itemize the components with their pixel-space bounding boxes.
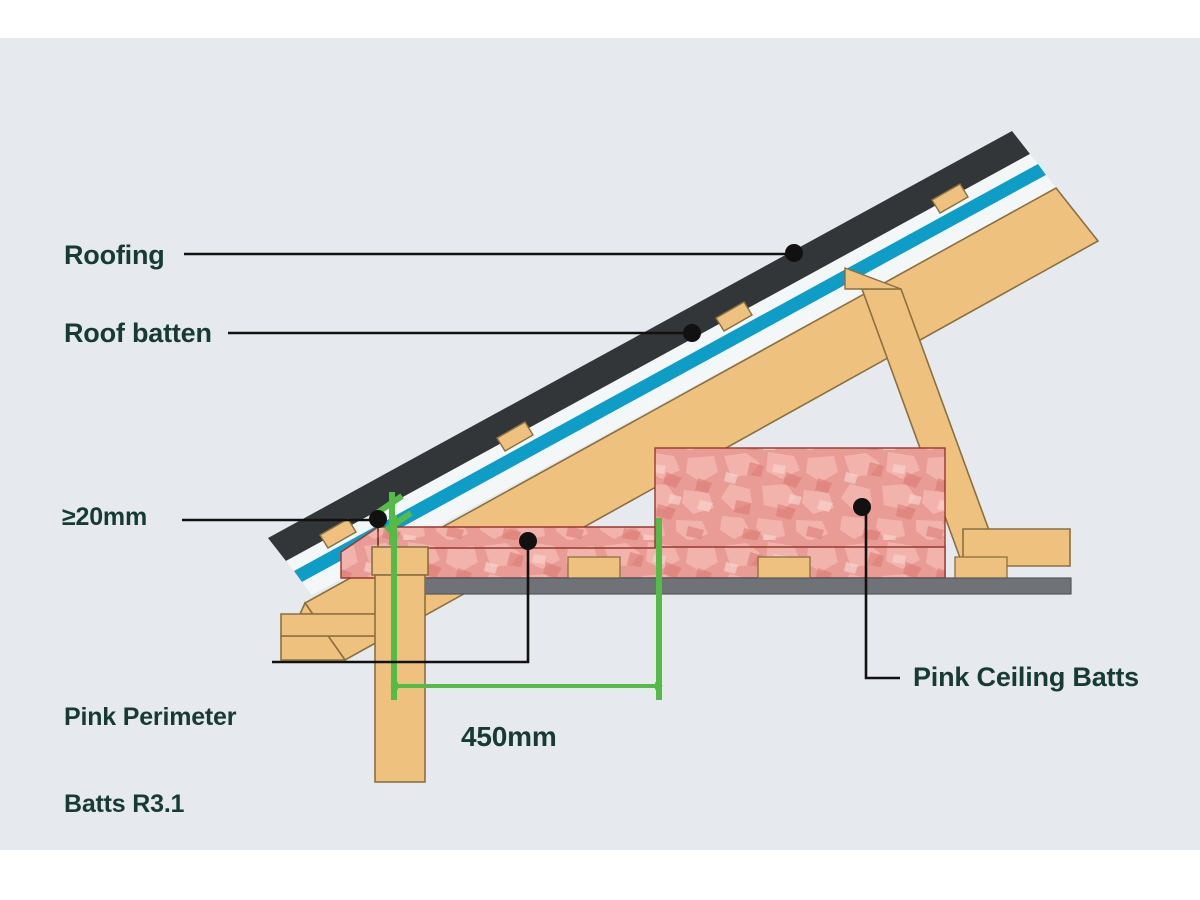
strut-rafter-joint — [844, 266, 902, 290]
label-spacing-450mm: 450mm — [461, 721, 557, 752]
leader-dot-roofing — [785, 244, 803, 262]
leader-lines — [182, 244, 900, 680]
label-roofing: Roofing — [64, 240, 165, 270]
spacing-dimension-450 — [390, 515, 663, 700]
roofing-sarking-gap — [286, 154, 1038, 571]
leader-dot-ceiling-batts — [853, 498, 871, 516]
label-pink-ceiling-batts: Pink Ceiling Batts — [913, 662, 1139, 692]
leader-dot-perimeter-batts — [519, 532, 537, 550]
leader-dot-roof-batten — [683, 324, 701, 342]
ceiling-joists — [567, 556, 1008, 580]
wall-top-plate — [371, 546, 429, 576]
label-pink-perimeter-batts-line1: Pink Perimeter — [64, 703, 237, 731]
roof-batten-block — [319, 183, 969, 549]
ceiling-lining — [377, 577, 1072, 595]
leader-perimeter-batts — [272, 548, 530, 664]
roof-sheeting-layer — [268, 131, 1030, 561]
label-clearance: ≥20mm — [62, 503, 147, 531]
perimeter-insulation-batt-wedge — [377, 526, 656, 549]
label-pink-perimeter-batts-line2: Batts R3.1 — [64, 790, 185, 818]
label-pink-perimeter-batts: Pink Perimeter Batts R3.1 — [64, 645, 236, 877]
wall-stud — [374, 574, 426, 783]
leader-ceiling-batts — [864, 514, 900, 680]
label-roof-batten: Roof batten — [64, 318, 212, 348]
leader-dot-clearance — [369, 510, 387, 528]
sarking-membrane — [294, 164, 1046, 582]
